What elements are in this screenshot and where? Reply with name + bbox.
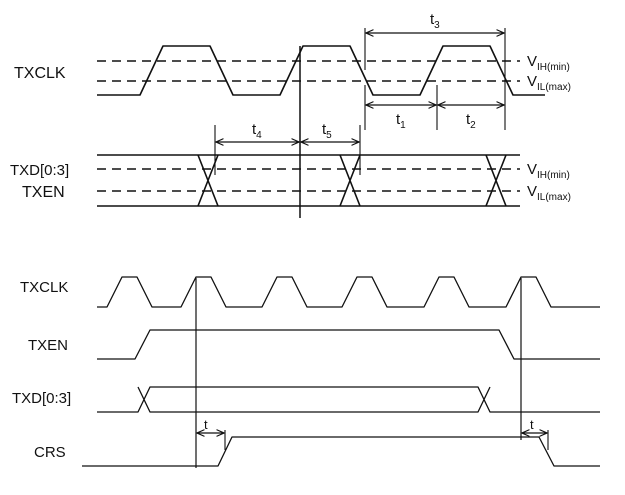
- lower-txen-waveform: [97, 329, 600, 360]
- t2-label: t2: [466, 111, 476, 131]
- t1-label: t1: [396, 111, 406, 131]
- bus-transition-3: [485, 154, 507, 207]
- clk-vih-label: VIH(min): [527, 53, 570, 73]
- t3-label: t3: [430, 11, 440, 31]
- upper-txd-label: TXD[0:3]: [10, 162, 69, 179]
- t4-label: t4: [252, 121, 262, 141]
- lower-timing-diagram: t t TXCLK TXEN TXD[0:3] CRS: [12, 276, 600, 468]
- bus-transition-2: [339, 154, 361, 207]
- lower-crs-label: CRS: [34, 444, 66, 461]
- clk-vil-label: VIL(max): [527, 73, 571, 93]
- lower-crs-waveform: [82, 436, 600, 467]
- lower-txen-label: TXEN: [28, 337, 68, 354]
- upper-timing-diagram: t3 t1 t2 t4 t5 TXCLK TXD[0:3] TXEN VIH(m…: [10, 11, 571, 218]
- lower-txclk-label: TXCLK: [20, 279, 68, 296]
- bus-vih-label: VIH(min): [527, 161, 570, 181]
- upper-txen-label: TXEN: [22, 184, 65, 201]
- upper-txclk-label: TXCLK: [14, 65, 66, 82]
- lower-txclk-waveform: [97, 276, 600, 308]
- t5-label: t5: [322, 121, 332, 141]
- lower-txd-bus-bottom: [137, 386, 491, 413]
- crs-left-delay-label: t: [204, 417, 208, 432]
- crs-right-delay-label: t: [530, 417, 534, 432]
- upper-txclk-waveform: [97, 45, 545, 96]
- lower-txd-label: TXD[0:3]: [12, 390, 71, 407]
- bus-vil-label: VIL(max): [527, 183, 571, 203]
- lower-txd-bus-top: [97, 386, 600, 413]
